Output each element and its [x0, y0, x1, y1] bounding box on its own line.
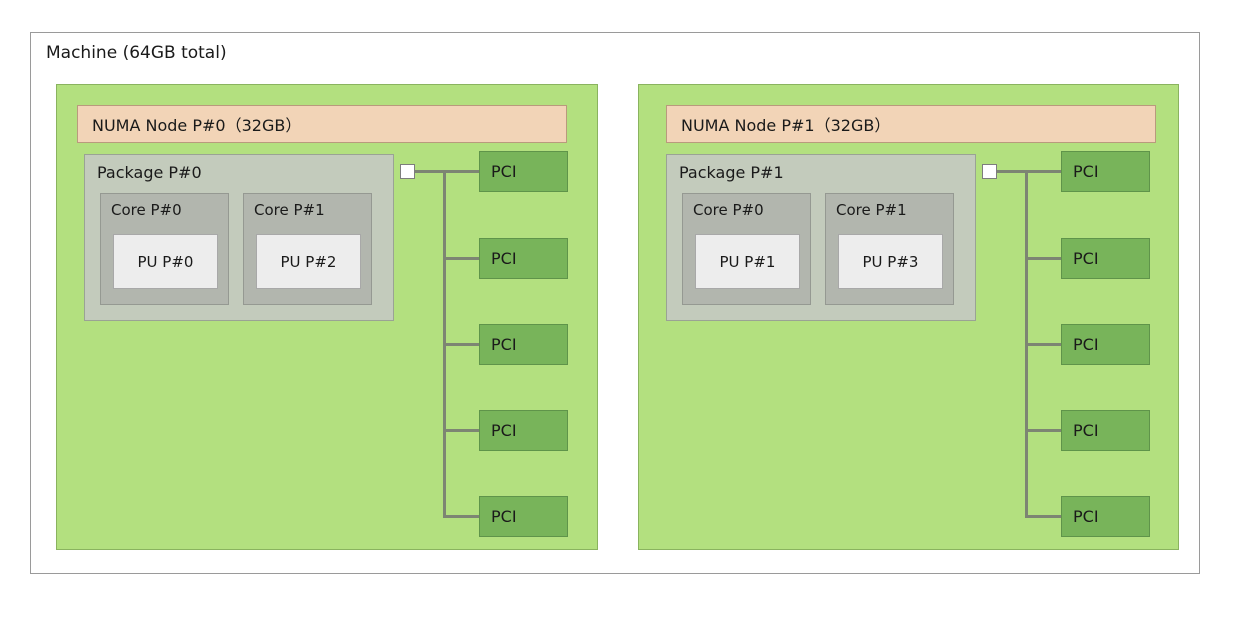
pci-device-0-2[interactable]: PCI [479, 324, 568, 365]
numa-memory-bar-1: NUMA Node P#1（32GB） [666, 105, 1156, 143]
pci-device-1-0[interactable]: PCI [1061, 151, 1150, 192]
pci-stub-line-1-3 [1025, 429, 1061, 432]
pci-stub-line-0-2 [443, 343, 479, 346]
pci-device-1-2[interactable]: PCI [1061, 324, 1150, 365]
pci-stub-line-0-0 [443, 170, 479, 173]
pci-stub-line-1-1 [1025, 257, 1061, 260]
pci-device-0-4[interactable]: PCI [479, 496, 568, 537]
package-label-0: Package P#0 [97, 163, 202, 182]
core-label-1-0: Core P#0 [693, 201, 764, 219]
pu-box-1-1: PU P#3 [838, 234, 943, 289]
core-label-1-1: Core P#1 [836, 201, 907, 219]
core-label-0-1: Core P#1 [254, 201, 325, 219]
core-label-0-0: Core P#0 [111, 201, 182, 219]
pu-box-1-0: PU P#1 [695, 234, 800, 289]
pci-stub-line-1-2 [1025, 343, 1061, 346]
pci-device-0-3[interactable]: PCI [479, 410, 568, 451]
numa-memory-bar-0: NUMA Node P#0（32GB） [77, 105, 567, 143]
pci-device-0-1[interactable]: PCI [479, 238, 568, 279]
pci-stub-line-1-0 [1025, 170, 1061, 173]
core-box-1-1: Core P#1 PU P#3 [825, 193, 954, 305]
bridge-stub-line-0 [415, 170, 446, 173]
core-box-0-1: Core P#1 PU P#2 [243, 193, 372, 305]
pci-device-1-3[interactable]: PCI [1061, 410, 1150, 451]
host-bridge-icon-1 [982, 164, 997, 179]
package-box-1: Package P#1 Core P#0 PU P#1 Core P#1 PU … [666, 154, 976, 321]
pu-box-0-0: PU P#0 [113, 234, 218, 289]
package-label-1: Package P#1 [679, 163, 784, 182]
pci-device-1-1[interactable]: PCI [1061, 238, 1150, 279]
pci-device-0-0[interactable]: PCI [479, 151, 568, 192]
machine-title: Machine (64GB total) [46, 43, 227, 63]
pu-box-0-1: PU P#2 [256, 234, 361, 289]
pci-stub-line-0-1 [443, 257, 479, 260]
host-bridge-icon-0 [400, 164, 415, 179]
pci-device-1-4[interactable]: PCI [1061, 496, 1150, 537]
pci-stub-line-0-4 [443, 515, 479, 518]
numa-node-container-1: NUMA Node P#1（32GB） Package P#1 Core P#0… [638, 84, 1179, 550]
pci-stub-line-0-3 [443, 429, 479, 432]
pci-stub-line-1-4 [1025, 515, 1061, 518]
bridge-stub-line-1 [997, 170, 1028, 173]
numa-node-container-0: NUMA Node P#0（32GB） Package P#0 Core P#0… [56, 84, 598, 550]
core-box-0-0: Core P#0 PU P#0 [100, 193, 229, 305]
core-box-1-0: Core P#0 PU P#1 [682, 193, 811, 305]
package-box-0: Package P#0 Core P#0 PU P#0 Core P#1 PU … [84, 154, 394, 321]
